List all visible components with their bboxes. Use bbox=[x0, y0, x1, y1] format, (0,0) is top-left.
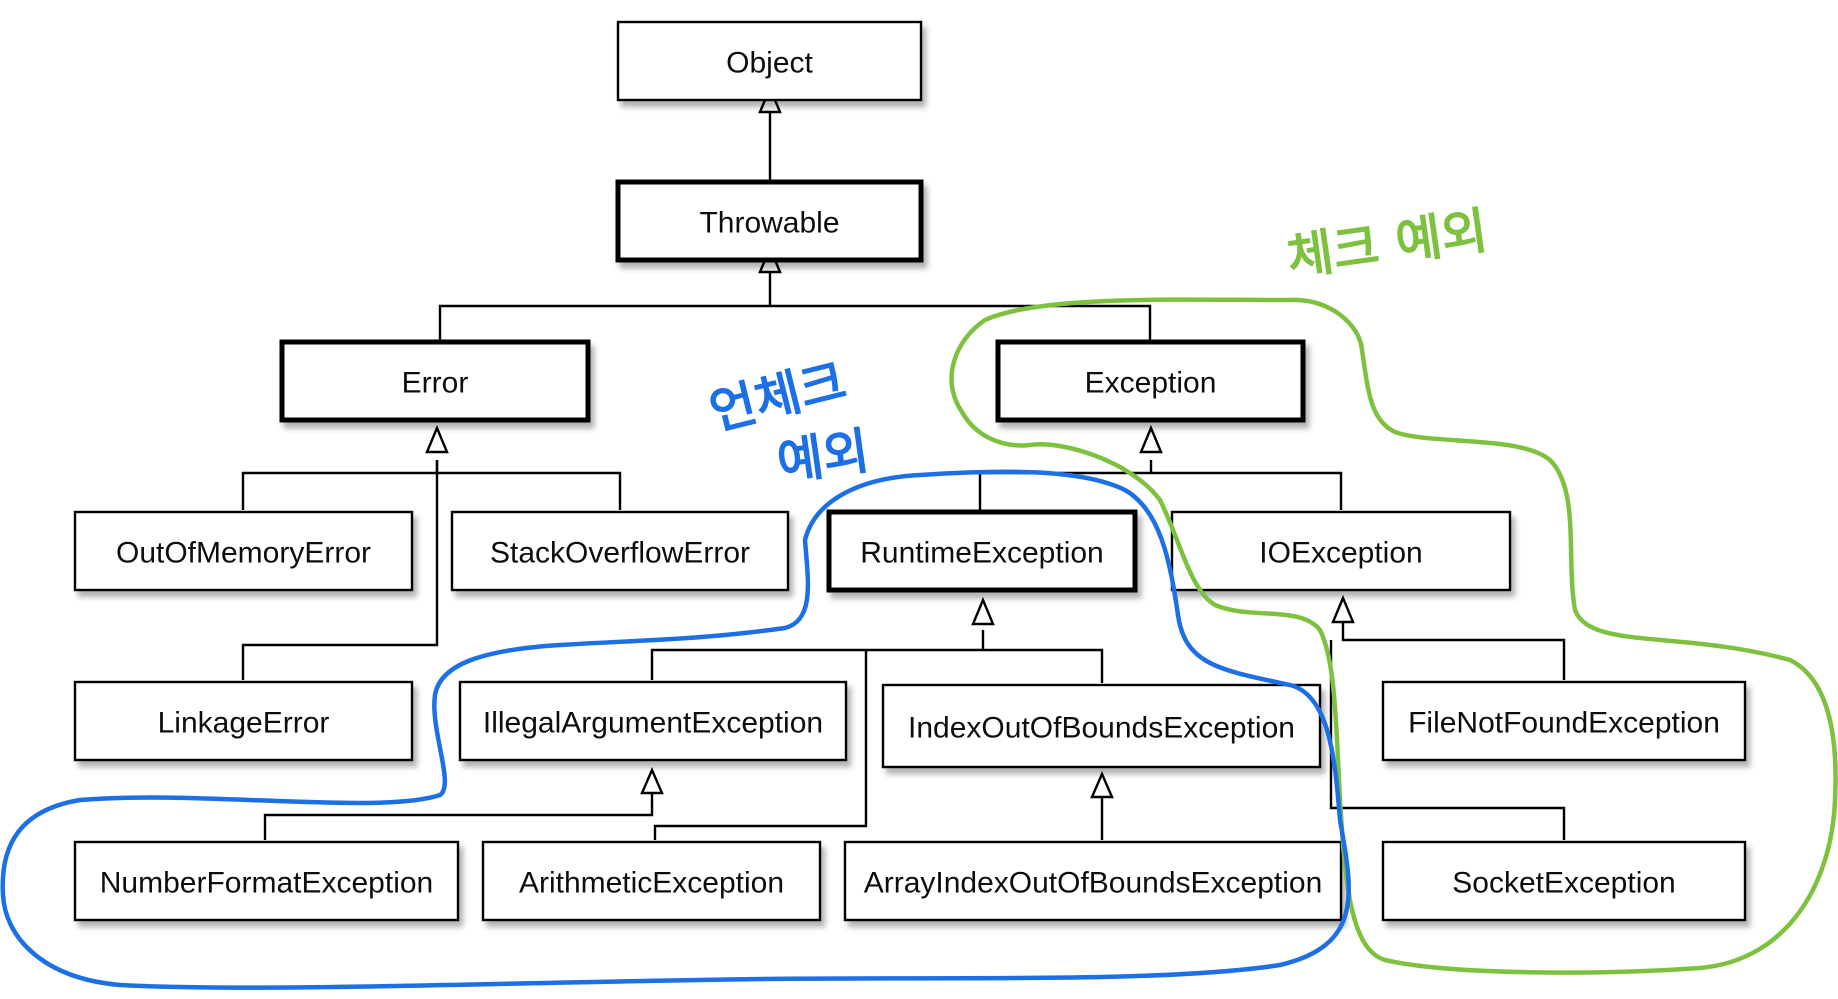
node-socket-exception: SocketException bbox=[1381, 840, 1747, 922]
svg-text:LinkageError: LinkageError bbox=[158, 707, 330, 740]
edge-number-format bbox=[263, 793, 654, 840]
svg-text:IllegalArgumentException: IllegalArgumentException bbox=[483, 707, 823, 740]
svg-text:IndexOutOfBoundsException: IndexOutOfBoundsException bbox=[908, 712, 1295, 745]
hand-annotations: 체크 예외 언체크 예외 bbox=[0, 201, 1838, 990]
svg-text:RuntimeException: RuntimeException bbox=[860, 537, 1103, 570]
node-throwable: Throwable bbox=[615, 179, 924, 263]
svg-text:Exception: Exception bbox=[1085, 367, 1217, 400]
svg-text:Error: Error bbox=[402, 367, 469, 400]
node-error: Error bbox=[279, 339, 591, 423]
arrowhead-exception bbox=[1139, 424, 1163, 454]
node-out-of-memory-error: OutOfMemoryError bbox=[73, 510, 414, 592]
node-illegal-argument-exception: IllegalArgumentException bbox=[458, 680, 848, 762]
svg-text:Object: Object bbox=[726, 47, 813, 80]
checked-exception-boundary bbox=[949, 297, 1838, 975]
node-arithmetic-exception: ArithmeticException bbox=[481, 840, 822, 922]
node-stack-overflow-error: StackOverflowError bbox=[450, 510, 790, 592]
unchecked-exception-boundary bbox=[0, 469, 1351, 990]
node-io-exception: IOException bbox=[1170, 510, 1512, 592]
svg-text:ArrayIndexOutOfBoundsException: ArrayIndexOutOfBoundsException bbox=[864, 867, 1323, 900]
edge-error-children bbox=[241, 460, 622, 510]
svg-text:NumberFormatException: NumberFormatException bbox=[100, 867, 433, 900]
class-boxes: Object Throwable Error Exception OutOfMe… bbox=[73, 20, 1747, 922]
arrowhead-io-exception bbox=[1331, 594, 1355, 624]
node-index-out-of-bounds-exception: IndexOutOfBoundsException bbox=[881, 683, 1322, 769]
svg-text:ArithmeticException: ArithmeticException bbox=[519, 867, 784, 900]
svg-text:IOException: IOException bbox=[1259, 537, 1422, 570]
node-number-format-exception: NumberFormatException bbox=[73, 840, 460, 922]
checked-exception-label: 체크 예외 bbox=[1284, 201, 1492, 286]
arrowhead-illegal-argument bbox=[640, 766, 664, 795]
arrowheads bbox=[425, 84, 1355, 799]
edge-runtime-children bbox=[650, 630, 1104, 683]
svg-text:Throwable: Throwable bbox=[699, 207, 839, 240]
svg-text:FileNotFoundException: FileNotFoundException bbox=[1408, 707, 1720, 740]
edge-io-children bbox=[1329, 610, 1566, 840]
svg-text:SocketException: SocketException bbox=[1452, 867, 1675, 900]
edge-arithmetic-runtime bbox=[653, 650, 868, 840]
edge-linkage-error bbox=[241, 460, 439, 680]
arrowhead-error bbox=[425, 424, 449, 454]
node-array-index-out-of-bounds-exception: ArrayIndexOutOfBoundsException bbox=[843, 840, 1343, 922]
node-file-not-found-exception: FileNotFoundException bbox=[1381, 680, 1747, 762]
node-exception: Exception bbox=[995, 339, 1306, 423]
arrowhead-index-out-of-bounds bbox=[1090, 770, 1114, 799]
svg-text:OutOfMemoryError: OutOfMemoryError bbox=[116, 537, 371, 570]
connector-lines bbox=[241, 112, 1566, 840]
node-linkage-error: LinkageError bbox=[73, 680, 414, 762]
node-object: Object bbox=[616, 20, 923, 102]
svg-text:StackOverflowError: StackOverflowError bbox=[490, 537, 750, 570]
node-runtime-exception: RuntimeException bbox=[826, 509, 1138, 593]
unchecked-exception-label-line2: 예외 bbox=[774, 422, 873, 492]
edge-error-exception-throwable bbox=[438, 272, 1152, 340]
arrowhead-runtime-exception bbox=[971, 596, 995, 626]
edge-exception-children bbox=[978, 460, 1343, 510]
